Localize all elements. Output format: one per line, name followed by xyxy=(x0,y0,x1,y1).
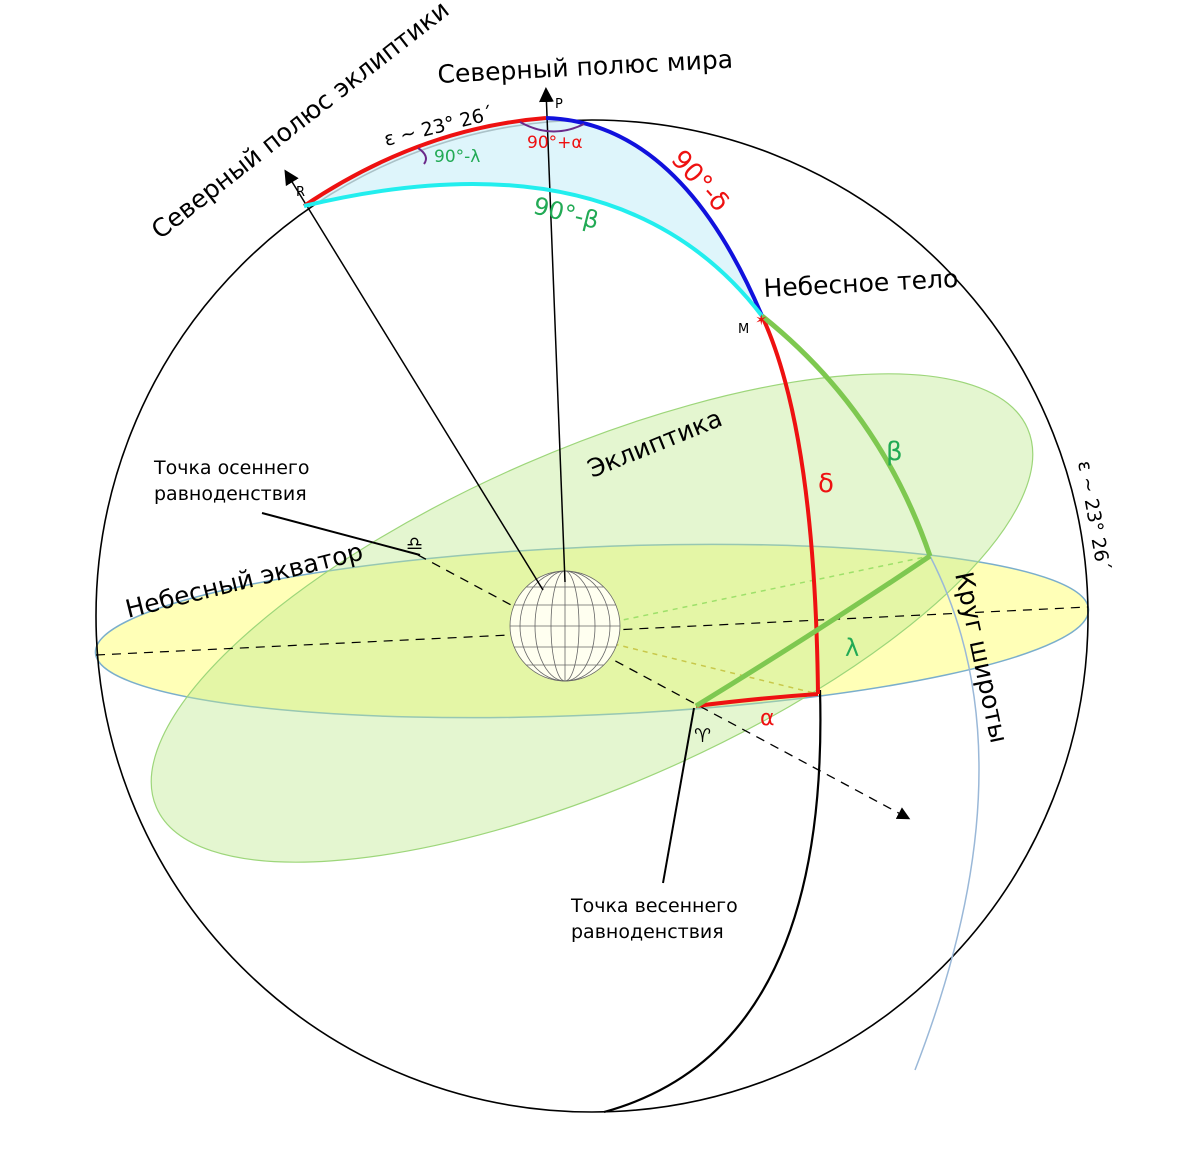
label-point-m: M xyxy=(738,322,749,337)
latitude-circle-arc xyxy=(914,555,980,1071)
hour-circle-arc xyxy=(603,689,822,1114)
label-autumn-equinox-line2: равноденствия xyxy=(154,483,307,505)
celestial-body-star-icon: ✶ xyxy=(755,311,768,329)
label-point-p: P xyxy=(555,97,563,112)
equinox-line-dashed xyxy=(417,554,911,820)
celestial-axis xyxy=(538,87,566,583)
arc-lambda xyxy=(694,553,932,709)
libra-symbol-icon: ♎ xyxy=(406,533,423,555)
label-point-r: R xyxy=(296,185,305,200)
angle-mark-lambda xyxy=(417,147,427,165)
label-alpha: α xyxy=(760,706,775,731)
earth-globe-icon xyxy=(509,570,621,682)
label-angle-90-plus-alpha: 90°+α xyxy=(527,133,583,153)
autumn-equinox-pointer xyxy=(261,512,421,556)
angle-mark-alpha xyxy=(519,121,585,133)
arc-m-latitude-beta xyxy=(760,314,933,557)
label-lambda: λ xyxy=(845,634,859,662)
arc-p-m-90-minus-delta xyxy=(545,116,764,317)
label-spring-equinox-line1: Точка весеннего xyxy=(570,895,738,917)
spherical-triangle-fill xyxy=(304,118,762,316)
label-celestial-body: Небесное тело xyxy=(763,264,959,303)
arc-alpha xyxy=(695,692,819,708)
label-obliquity-right: ε ~ 23° 26´ xyxy=(1073,459,1114,573)
label-autumn-equinox-line1: Точка осеннего xyxy=(153,457,310,479)
arc-r-m-90-minus-beta xyxy=(303,181,764,318)
spring-equinox-pointer xyxy=(662,707,695,884)
ecliptic-radius-dashed xyxy=(564,555,931,633)
label-beta: β xyxy=(886,437,903,467)
arc-m-declination xyxy=(760,315,820,695)
label-celestial-north-pole: Северный полюс мира xyxy=(437,45,734,89)
arc-r-p-obliquity xyxy=(302,116,547,208)
ecliptic-axis xyxy=(284,169,544,591)
label-delta: δ xyxy=(818,469,834,499)
label-spring-equinox-line2: равноденствия xyxy=(571,921,724,943)
celestial-sphere-outline xyxy=(95,119,1089,1113)
aries-symbol-icon: ♈ xyxy=(694,725,711,747)
label-angle-90-minus-lambda: 90°-λ xyxy=(434,147,480,167)
